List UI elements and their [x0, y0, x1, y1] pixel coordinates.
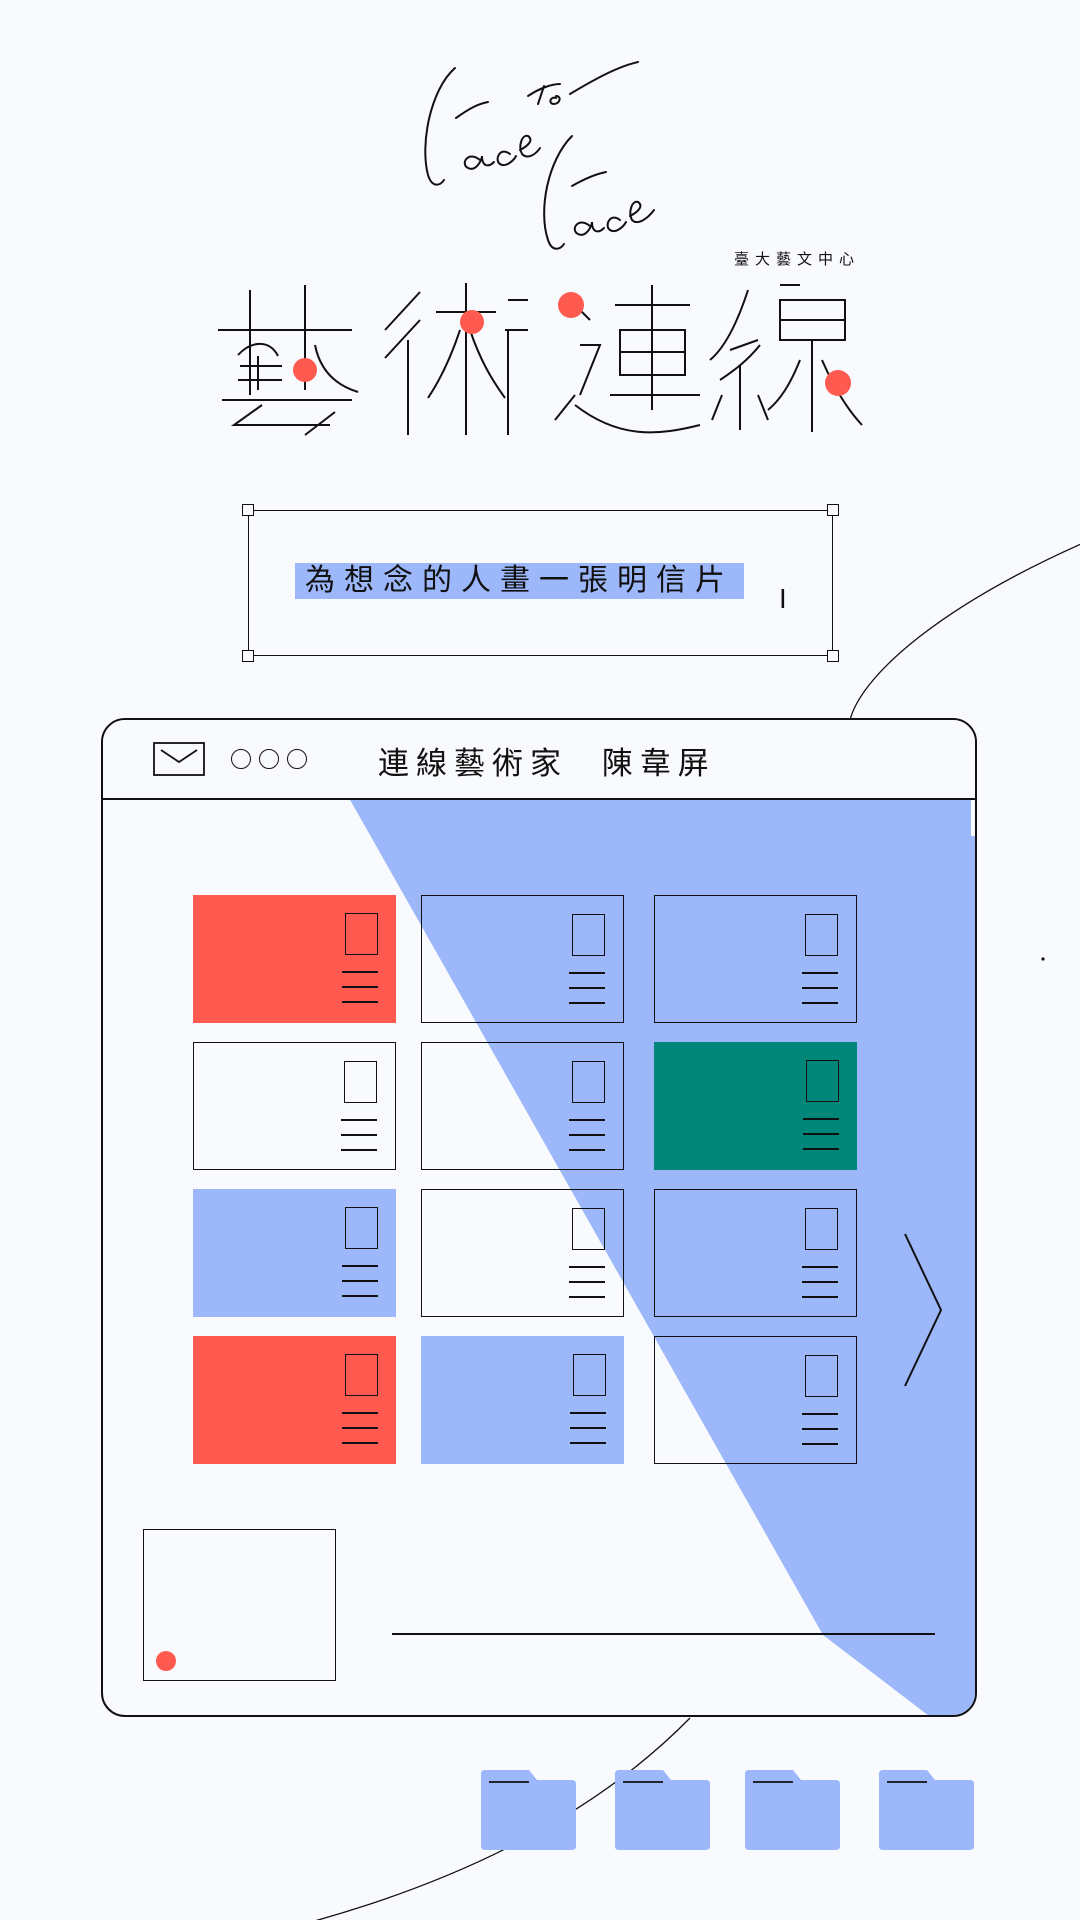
address-line: [569, 1266, 605, 1268]
window-control-dot[interactable]: [259, 749, 279, 769]
address-line: [803, 1148, 839, 1150]
address-line: [569, 1134, 605, 1136]
address-line: [570, 1427, 606, 1429]
chevron-right-icon[interactable]: [903, 1232, 943, 1388]
address-line: [570, 1442, 606, 1444]
address-line: [342, 1427, 378, 1429]
folder-icon[interactable]: [745, 1770, 840, 1850]
folder-icon[interactable]: [615, 1770, 710, 1850]
address-line: [570, 1412, 606, 1414]
preview-frame[interactable]: [143, 1529, 336, 1681]
envelope-icon[interactable]: [153, 742, 205, 776]
stamp-icon: [572, 914, 605, 956]
window-control-dot[interactable]: [231, 749, 251, 769]
address-line: [802, 1428, 838, 1430]
address-line: [802, 1281, 838, 1283]
text-cursor-icon: I: [779, 585, 787, 615]
address-line: [569, 1149, 605, 1151]
postcard-2[interactable]: [421, 895, 624, 1023]
title-glyphs: [218, 283, 863, 436]
stamp-icon: [344, 1061, 377, 1103]
address-line: [803, 1133, 839, 1135]
postcard-11[interactable]: [421, 1336, 624, 1464]
address-line: [341, 1134, 377, 1136]
address-line: [569, 987, 605, 989]
address-line: [342, 1442, 378, 1444]
postcard-10[interactable]: [193, 1336, 396, 1464]
address-line: [569, 1119, 605, 1121]
resize-handle-bottom-right[interactable]: [827, 650, 839, 662]
script-logo: [424, 61, 655, 250]
artist-window: 連線藝術家 陳韋屏: [101, 718, 977, 1717]
address-line: [802, 1002, 838, 1004]
blue-light-beam: [349, 798, 975, 1715]
address-line: [569, 1296, 605, 1298]
postcard-1[interactable]: [193, 895, 396, 1023]
address-line: [341, 1149, 377, 1151]
resize-handle-top-right[interactable]: [827, 504, 839, 516]
address-line: [569, 972, 605, 974]
address-line: [342, 1001, 378, 1003]
address-line: [342, 1280, 378, 1282]
organization-name: 臺大藝文中心: [734, 250, 861, 268]
stamp-icon: [805, 1208, 838, 1250]
stamp-icon: [805, 1355, 838, 1397]
address-line: [802, 1413, 838, 1415]
window-title-bar: 連線藝術家 陳韋屏: [103, 720, 975, 800]
address-line: [802, 972, 838, 974]
status-dot: [156, 1651, 176, 1671]
postcard-4[interactable]: [193, 1042, 396, 1170]
stamp-icon: [345, 1354, 378, 1396]
postcard-12[interactable]: [654, 1336, 857, 1464]
resize-handle-top-left[interactable]: [242, 504, 254, 516]
address-line: [802, 1296, 838, 1298]
postcard-8[interactable]: [421, 1189, 624, 1317]
stamp-icon: [806, 1060, 839, 1102]
address-line: [569, 1002, 605, 1004]
subtitle-text-box[interactable]: 為想念的人畫一張明信片 I: [242, 504, 839, 662]
address-line: [342, 1412, 378, 1414]
stamp-icon: [573, 1354, 606, 1396]
stamp-icon: [805, 914, 838, 956]
stamp-icon: [572, 1061, 605, 1103]
address-line: [342, 986, 378, 988]
address-line: [569, 1281, 605, 1283]
postcard-9[interactable]: [654, 1189, 857, 1317]
folder-icon[interactable]: [481, 1770, 576, 1850]
resize-handle-bottom-left[interactable]: [242, 650, 254, 662]
postcard-7[interactable]: [193, 1189, 396, 1317]
window-controls: [231, 749, 307, 769]
address-line: [802, 1443, 838, 1445]
address-line: [802, 987, 838, 989]
postcard-3[interactable]: [654, 895, 857, 1023]
address-line: [342, 971, 378, 973]
address-line: [802, 1266, 838, 1268]
subtitle-text[interactable]: 為想念的人畫一張明信片: [295, 563, 744, 599]
window-title: 連線藝術家 陳韋屏: [378, 746, 716, 782]
stamp-icon: [345, 913, 378, 955]
folder-icon[interactable]: [879, 1770, 974, 1850]
address-line: [342, 1265, 378, 1267]
postcard-6[interactable]: [654, 1042, 857, 1170]
signature-line: [392, 1633, 935, 1635]
address-line: [803, 1118, 839, 1120]
window-side-gap: [103, 800, 107, 836]
address-line: [342, 1295, 378, 1297]
stamp-icon: [345, 1207, 378, 1249]
window-side-gap: [971, 800, 975, 836]
window-control-dot[interactable]: [287, 749, 307, 769]
postcard-5[interactable]: [421, 1042, 624, 1170]
address-line: [341, 1119, 377, 1121]
stamp-icon: [572, 1208, 605, 1250]
